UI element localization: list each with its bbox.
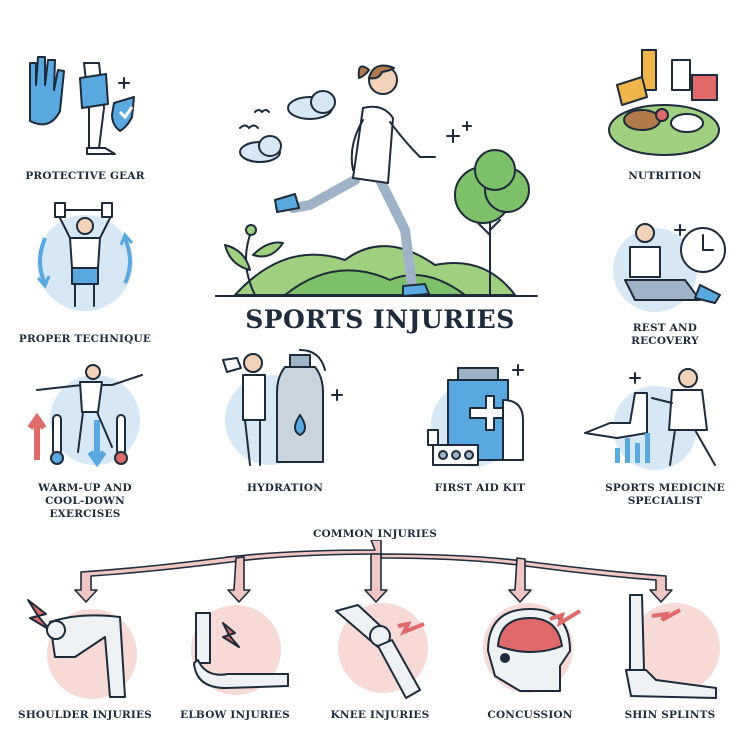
clock-icon <box>680 227 726 273</box>
leg-bone-icon <box>625 594 717 699</box>
shoulder-injury-illustration <box>27 599 137 699</box>
tree-icon <box>454 149 530 296</box>
cloud-icon <box>239 135 282 163</box>
lightning-pain-icon <box>27 599 51 631</box>
injury-label-elbow: ELBOW INJURIES <box>180 709 290 721</box>
thermometer-icon <box>50 414 128 465</box>
water-bottle-icon <box>276 349 326 463</box>
injury-label-shin-splints: SHIN SPLINTS <box>624 709 716 721</box>
sparkle-icon <box>446 121 472 143</box>
lightning-pain-icon <box>222 622 240 648</box>
injury-label-concussion: CONCUSSION <box>487 709 573 721</box>
cloud-icon <box>287 90 336 120</box>
tip-label-nutrition: NUTRITION <box>628 170 702 182</box>
runner-scene <box>215 64 538 297</box>
proper-technique-illustration <box>36 202 134 311</box>
concussion-illustration <box>483 603 582 693</box>
first-aid-illustration <box>427 364 524 467</box>
tip-label-proper-technique: PROPER TECHNIQUE <box>18 333 152 345</box>
knee-joint-icon <box>335 604 421 699</box>
page-title: SPORTS INJURIES <box>245 305 515 334</box>
nutrition-illustration <box>608 49 720 156</box>
tip-label-protective-gear: PROTECTIVE GEAR <box>25 170 145 182</box>
dumbbell-icon <box>54 202 113 218</box>
tip-label-first-aid-kit: FIRST AID KIT <box>434 482 526 494</box>
warm-up-illustration <box>27 364 143 468</box>
injury-branch-arrows <box>74 540 673 603</box>
tip-label-rest: REST AND RECOVERY <box>631 322 699 347</box>
glove-icon <box>29 56 65 126</box>
knee-brace-icon <box>79 62 116 155</box>
tip-label-warm-up: WARM-UP AND COOL-DOWN EXERCISES <box>38 482 132 520</box>
shin-splints-illustration <box>625 594 720 699</box>
tip-label-hydration: HYDRATION <box>246 482 324 494</box>
hydration-illustration <box>222 349 343 466</box>
lightning-pain-icon <box>651 608 681 622</box>
injury-label-knee: KNEE INJURIES <box>330 709 430 721</box>
injury-label-shoulder: SHOULDER INJURIES <box>18 709 152 721</box>
runner-figure <box>274 64 436 297</box>
checkmark-icon <box>111 96 135 132</box>
rest-illustration <box>613 223 726 312</box>
common-injuries-heading: COMMON INJURIES <box>312 528 437 540</box>
foot-skeleton-icon <box>584 392 648 439</box>
food-plate-icon <box>608 49 720 156</box>
specialist-illustration <box>584 368 716 470</box>
skull-brain-icon <box>487 608 571 692</box>
protective-gear-illustration <box>29 56 135 155</box>
elbow-injury-illustration <box>191 605 289 695</box>
tip-label-sports-medicine: SPORTS MEDICINE SPECIALIST <box>605 482 725 507</box>
knee-injury-illustration <box>335 603 428 699</box>
bar-graph-icon <box>615 433 650 463</box>
